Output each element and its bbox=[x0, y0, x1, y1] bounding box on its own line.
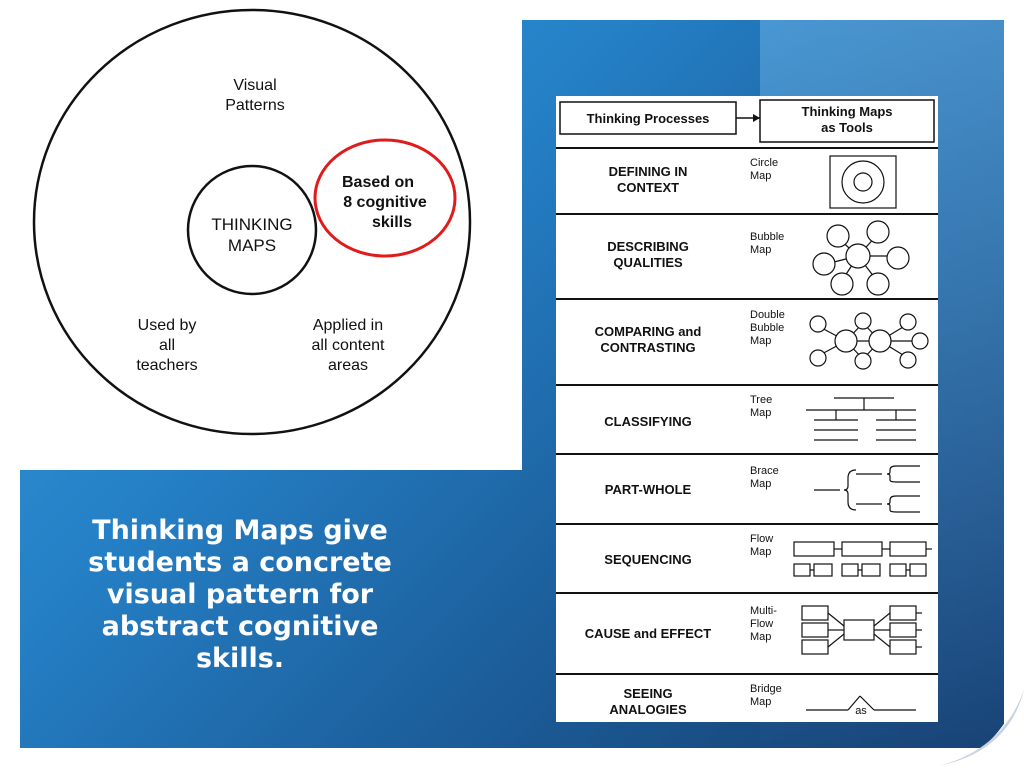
tool-multi-flow-line-3: Map bbox=[750, 631, 771, 643]
process-sequencing: SEQUENCING bbox=[604, 552, 691, 567]
bottom-left-label-line-3: teachers bbox=[136, 357, 197, 374]
process-defining-line-2: CONTEXT bbox=[617, 180, 679, 195]
bridge-word: as bbox=[855, 705, 867, 717]
top-label-line-2: Patterns bbox=[225, 97, 285, 114]
tool-brace-line-2: Map bbox=[750, 478, 771, 490]
bottom-right-label-line-3: areas bbox=[328, 357, 368, 374]
brace-map-icon bbox=[814, 465, 920, 513]
tool-bubble-line-1: Bubble bbox=[750, 231, 784, 243]
process-describing-line-2: QUALITIES bbox=[613, 255, 683, 270]
tool-tree-line-2: Map bbox=[750, 407, 771, 419]
tool-multi-flow-line-2: Flow bbox=[750, 618, 773, 630]
center-label-line-1: THINKING bbox=[211, 215, 292, 234]
process-classifying: CLASSIFYING bbox=[604, 414, 691, 429]
header-thinking-processes: Thinking Processes bbox=[587, 111, 710, 126]
bubble-map-icon bbox=[812, 220, 910, 296]
highlight-label-line-3: skills bbox=[372, 214, 412, 231]
process-part-whole: PART-WHOLE bbox=[605, 482, 692, 497]
tool-flow-line-2: Map bbox=[750, 546, 771, 558]
tool-bridge-line-1: Bridge bbox=[750, 683, 782, 695]
bottom-left-label-line-1: Used by bbox=[138, 317, 197, 334]
tool-bubble-line-2: Map bbox=[750, 244, 771, 256]
tool-flow-line-1: Flow bbox=[750, 533, 773, 545]
tool-bridge-line-2: Map bbox=[750, 696, 771, 708]
header-thinking-maps-line-1: Thinking Maps bbox=[802, 104, 893, 119]
highlight-label-line-1: Based on bbox=[342, 174, 414, 191]
highlight-circle bbox=[313, 138, 457, 258]
bottom-right-label-line-1: Applied in bbox=[313, 317, 383, 334]
thinking-processes-table: Thinking Processes Thinking Maps as Tool… bbox=[556, 96, 938, 722]
inner-circle bbox=[186, 164, 318, 296]
bridge-map-icon bbox=[806, 695, 916, 711]
process-analogies-line-2: ANALOGIES bbox=[609, 702, 687, 717]
slide-caption: Thinking Maps give students a concrete v… bbox=[88, 515, 392, 674]
multi-flow-map-icon bbox=[801, 605, 922, 655]
header-right-box bbox=[759, 99, 935, 143]
tool-circle-line-2: Map bbox=[750, 170, 771, 182]
process-analogies-line-1: SEEING bbox=[623, 686, 672, 701]
double-bubble-map-icon bbox=[809, 312, 929, 370]
tool-brace-line-1: Brace bbox=[750, 465, 779, 477]
process-cause-effect: CAUSE and EFFECT bbox=[585, 626, 711, 641]
process-describing-line-1: DESCRIBING bbox=[607, 239, 689, 254]
process-comparing-line-1: COMPARING and bbox=[595, 324, 702, 339]
tool-double-bubble-line-2: Bubble bbox=[750, 322, 784, 334]
tool-multi-flow-line-1: Multi- bbox=[750, 605, 777, 617]
process-comparing-line-2: CONTRASTING bbox=[600, 340, 695, 355]
header-thinking-maps-line-2: as Tools bbox=[821, 120, 873, 135]
flow-map-icon bbox=[793, 541, 932, 577]
tree-map-icon bbox=[806, 397, 916, 441]
thinking-maps-table-graphic: Thinking Processes Thinking Maps as Tool… bbox=[556, 99, 938, 717]
bottom-left-label-line-2: all bbox=[159, 337, 175, 354]
tool-circle-line-1: Circle bbox=[750, 157, 778, 169]
outer-circle bbox=[32, 8, 472, 436]
tool-double-bubble-line-1: Double bbox=[750, 309, 785, 321]
row-separators bbox=[556, 147, 938, 675]
page-curl-decoration bbox=[930, 680, 1024, 768]
center-label-line-2: MAPS bbox=[228, 236, 276, 255]
process-defining-line-1: DEFINING IN bbox=[609, 164, 688, 179]
top-label-line-1: Visual bbox=[233, 77, 276, 94]
tool-double-bubble-line-3: Map bbox=[750, 335, 771, 347]
circle-diagram-area: Visual Patterns THINKING MAPS Based on 8… bbox=[0, 0, 522, 470]
bottom-right-label-line-2: all content bbox=[312, 337, 385, 354]
tool-tree-line-1: Tree bbox=[750, 394, 772, 406]
thinking-maps-circle-diagram: Visual Patterns THINKING MAPS Based on 8… bbox=[32, 8, 472, 436]
highlight-label-line-2: 8 cognitive bbox=[343, 194, 427, 211]
circle-map-icon bbox=[829, 155, 897, 209]
